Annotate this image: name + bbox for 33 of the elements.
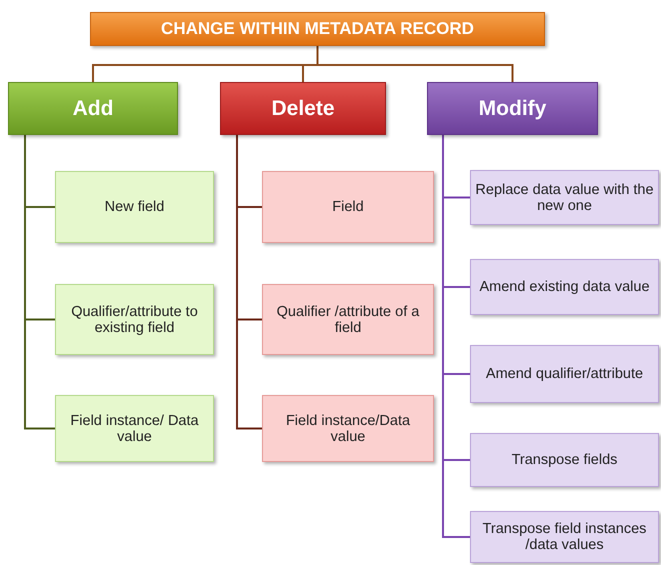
- item-label: Field: [331, 199, 365, 215]
- title-text: CHANGE WITHIN METADATA RECORD: [160, 19, 475, 39]
- item-box: [470, 259, 659, 315]
- category-box: [8, 82, 178, 135]
- connector-line: [24, 135, 55, 430]
- item-box: [262, 284, 434, 355]
- item-label: Amend existing data value: [478, 279, 651, 295]
- item-box: [470, 345, 659, 403]
- category-box: [220, 82, 386, 135]
- item-label: Replace data value with the new one: [474, 182, 655, 214]
- item-box: [470, 170, 659, 225]
- category-label: Modify: [478, 96, 548, 120]
- category-label: Delete: [270, 96, 336, 120]
- item-box: [55, 171, 214, 243]
- item-label: Qualifier/attribute to existing field: [70, 304, 199, 336]
- item-label: Transpose field instances /data values: [482, 521, 648, 553]
- category-box: [427, 82, 598, 135]
- item-label: New field: [104, 199, 166, 215]
- category-label: Add: [72, 96, 114, 120]
- item-box: [262, 395, 434, 462]
- item-label: Field instance/Data value: [284, 412, 412, 444]
- item-box: [55, 284, 214, 355]
- title-banner: [90, 12, 545, 46]
- item-label: Transpose fields: [510, 452, 618, 468]
- item-label: Qualifier /attribute of a field: [276, 304, 420, 336]
- item-box: [55, 395, 214, 462]
- connector-line: [316, 46, 514, 82]
- item-box: [470, 433, 659, 487]
- item-label: Field instance/ Data value: [69, 412, 200, 444]
- item-label: Amend qualifier/attribute: [484, 366, 644, 382]
- item-box: [262, 171, 434, 243]
- item-box: [470, 511, 659, 563]
- connector-line: [236, 135, 262, 430]
